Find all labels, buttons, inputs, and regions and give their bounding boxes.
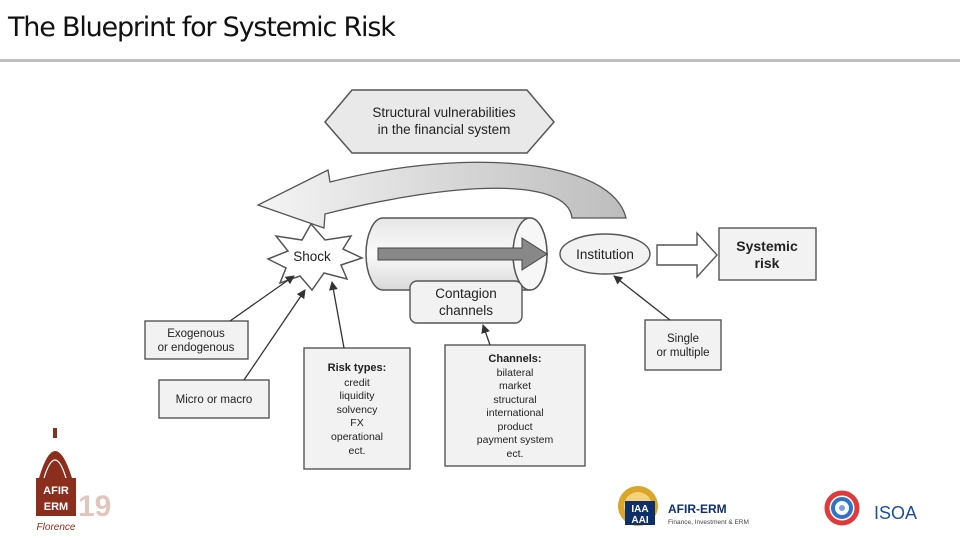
iaa-afir-erm-logo: IAA AAI AFIR-ERM Finance, Investment & E… [618, 486, 749, 526]
exogenous-node: Exogenous or endogenous [144, 320, 249, 360]
risk-types-to-shock-arrow [329, 281, 345, 349]
systemic-risk-node: Systemic risk [718, 227, 817, 281]
channel-item: international [486, 407, 543, 419]
risk-type-item: operational [331, 431, 383, 443]
iaa-name: AFIR-ERM [668, 502, 727, 516]
systemic-risk-line-2: risk [755, 255, 780, 271]
isoa-name: ISOA [874, 503, 917, 523]
structural-vulnerabilities-node: Structural vulnerabilities in the financ… [324, 89, 555, 154]
exogenous-to-shock-arrow [229, 275, 295, 322]
contagion-channels-node: Contagion channels [409, 280, 523, 324]
channel-item: structural [493, 394, 536, 406]
shock-label: Shock [293, 249, 331, 264]
contagion-line-1: Contagion [435, 286, 497, 301]
erm-text: ERM [44, 501, 68, 513]
afir-text: AFIR [43, 485, 69, 497]
single-multiple-line-2: or multiple [656, 347, 709, 359]
exogenous-line-2: or endogenous [158, 342, 235, 354]
risk-type-item: solvency [337, 404, 379, 416]
afir-erm-19-logo: AFIR ERM 19 Florence [36, 428, 111, 533]
micro-macro-label: Micro or macro [176, 394, 253, 406]
channels-to-contagion-arrow [481, 324, 491, 346]
year-text: 19 [78, 490, 111, 523]
micro-macro-to-shock-arrow [243, 289, 306, 381]
exogenous-line-1: Exogenous [167, 328, 225, 340]
risk-type-item: ect. [349, 445, 366, 457]
shock-node: Shock [266, 222, 365, 292]
slide-title: The Blueprint for Systemic Risk [8, 12, 396, 43]
single-multiple-to-institution-arrow [613, 275, 671, 321]
contagion-cylinder [365, 217, 548, 291]
channel-item: product [497, 421, 532, 433]
channel-item: bilateral [497, 367, 534, 379]
iaa-tagline: Finance, Investment & ERM [668, 519, 749, 526]
risk-types-node: Risk types: credit liquidity solvency FX… [303, 347, 411, 470]
channels-title: Channels: [488, 353, 541, 365]
contagion-line-2: channels [439, 303, 493, 318]
institution-label: Institution [576, 247, 634, 262]
vulnerabilities-line-2: in the financial system [378, 122, 511, 137]
risk-type-item: credit [344, 377, 370, 389]
vulnerabilities-line-1: Structural vulnerabilities [372, 105, 516, 120]
title-divider [0, 59, 960, 62]
single-multiple-line-1: Single [667, 333, 699, 345]
systemic-risk-line-1: Systemic [736, 238, 798, 254]
micro-macro-node: Micro or macro [158, 379, 270, 419]
florence-text: Florence [37, 522, 76, 533]
channel-item: market [499, 380, 531, 392]
channels-node: Channels: bilateral market structural in… [444, 344, 586, 467]
iaa-badge-top: IAA [631, 504, 648, 515]
channel-item: payment system [477, 434, 554, 446]
iaa-badge-bottom: AAI [631, 515, 648, 526]
institution-to-risk-arrow [656, 231, 718, 279]
institution-node: Institution [559, 233, 651, 275]
single-multiple-node: Single or multiple [644, 319, 722, 371]
isoa-logo: ISOA [824, 490, 917, 526]
channel-item: ect. [507, 448, 524, 460]
risk-types-title: Risk types: [328, 362, 387, 374]
risk-type-item: liquidity [339, 390, 375, 402]
risk-type-item: FX [350, 417, 363, 429]
feedback-curved-arrow [256, 161, 627, 229]
